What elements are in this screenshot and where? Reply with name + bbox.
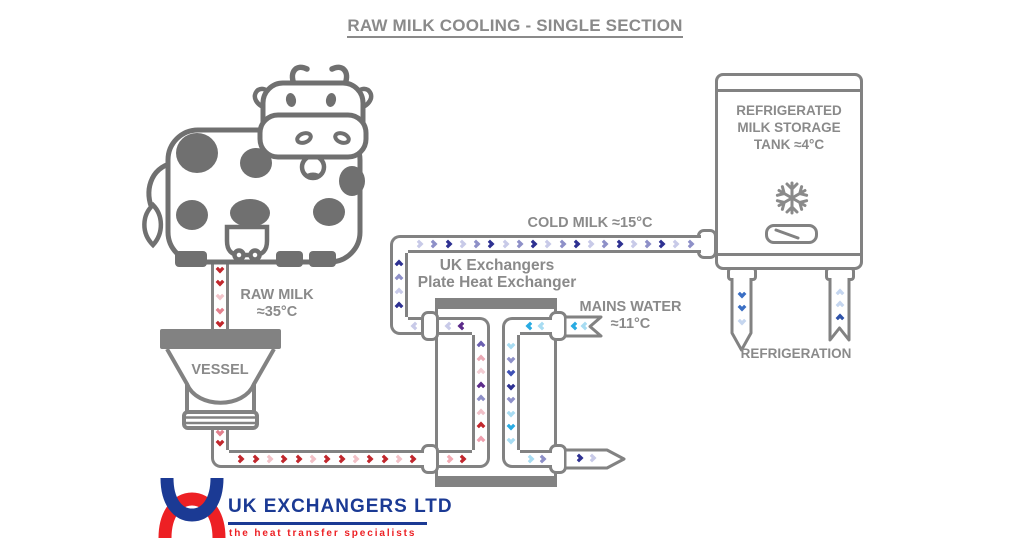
water-outlet-flow <box>569 452 602 464</box>
logo-underline <box>228 522 427 525</box>
hx-water-top-pipe <box>520 317 552 335</box>
hx-milk-corner-top-right <box>472 317 490 335</box>
hx-milk-corner-bottom-right <box>472 450 490 468</box>
milk-bottom-pipe <box>229 450 424 468</box>
cold-milk-riser <box>390 253 408 317</box>
tank-label: REFRIGERATED MILK STORAGE TANK ≈4°C <box>736 103 842 152</box>
refrigeration-flow-up <box>832 283 847 327</box>
mains-water-inlet-pipe <box>565 315 603 338</box>
tank-top-band <box>718 76 860 92</box>
hx-milk-outlet-pipe <box>439 317 472 335</box>
cold-milk-pipe <box>408 235 701 253</box>
cold-milk-elbow-bottom <box>390 317 408 335</box>
hx-water-bottom-pipe <box>520 450 552 468</box>
uk-exchangers-logo-mark <box>158 477 226 539</box>
refrigeration-pipe-down <box>730 278 753 352</box>
refrigeration-flow-down <box>734 283 749 331</box>
milk-corner-bottom-left <box>211 450 229 468</box>
raw-milk-label: RAW MILK ≈35°C <box>240 287 314 320</box>
hx-water-downleg <box>502 335 520 450</box>
tank-bottom-band <box>718 253 860 267</box>
cow-spots <box>175 133 365 267</box>
cow-udder <box>224 224 270 262</box>
mains-water-label: MAINS WATER ≈11°C <box>579 299 682 332</box>
logo-company-name: UK EXCHANGERS LTD <box>228 496 453 517</box>
cold-milk-label: COLD MILK ≈15°C <box>527 215 653 231</box>
heat-exchanger-top-bar <box>435 298 557 309</box>
hx-water-corner-top-left <box>502 317 520 335</box>
cold-milk-connector <box>408 317 421 335</box>
hx-port-top-left <box>421 311 439 341</box>
hx-milk-riser <box>472 335 490 450</box>
refrigeration-label: REFRIGERATION <box>740 346 852 361</box>
page-title: RAW MILK COOLING - SINGLE SECTION <box>312 16 718 38</box>
heat-exchanger-bottom-bar <box>435 476 557 487</box>
water-outlet-pipe <box>565 448 626 470</box>
hx-water-corner-bottom-left <box>502 450 520 468</box>
raw-milk-pipe-lower <box>211 424 229 450</box>
hx-milk-inlet-pipe <box>439 450 472 468</box>
refrigerated-tank: REFRIGERATED MILK STORAGE TANK ≈4°C <box>715 73 863 270</box>
vessel-label: VESSEL <box>191 362 249 378</box>
logo-tagline: the heat transfer specialists <box>229 528 417 539</box>
snowflake-icon <box>775 181 809 215</box>
cow-illustration <box>142 64 374 267</box>
raw-milk-pipe-upper <box>211 258 229 334</box>
vessel-assembly <box>160 329 281 430</box>
heat-exchanger-label: UK Exchangers Plate Heat Exchanger <box>417 257 577 291</box>
cold-milk-elbow-top <box>390 235 408 253</box>
tank-latch <box>765 224 818 244</box>
refrigeration-pipe-up <box>828 278 851 342</box>
